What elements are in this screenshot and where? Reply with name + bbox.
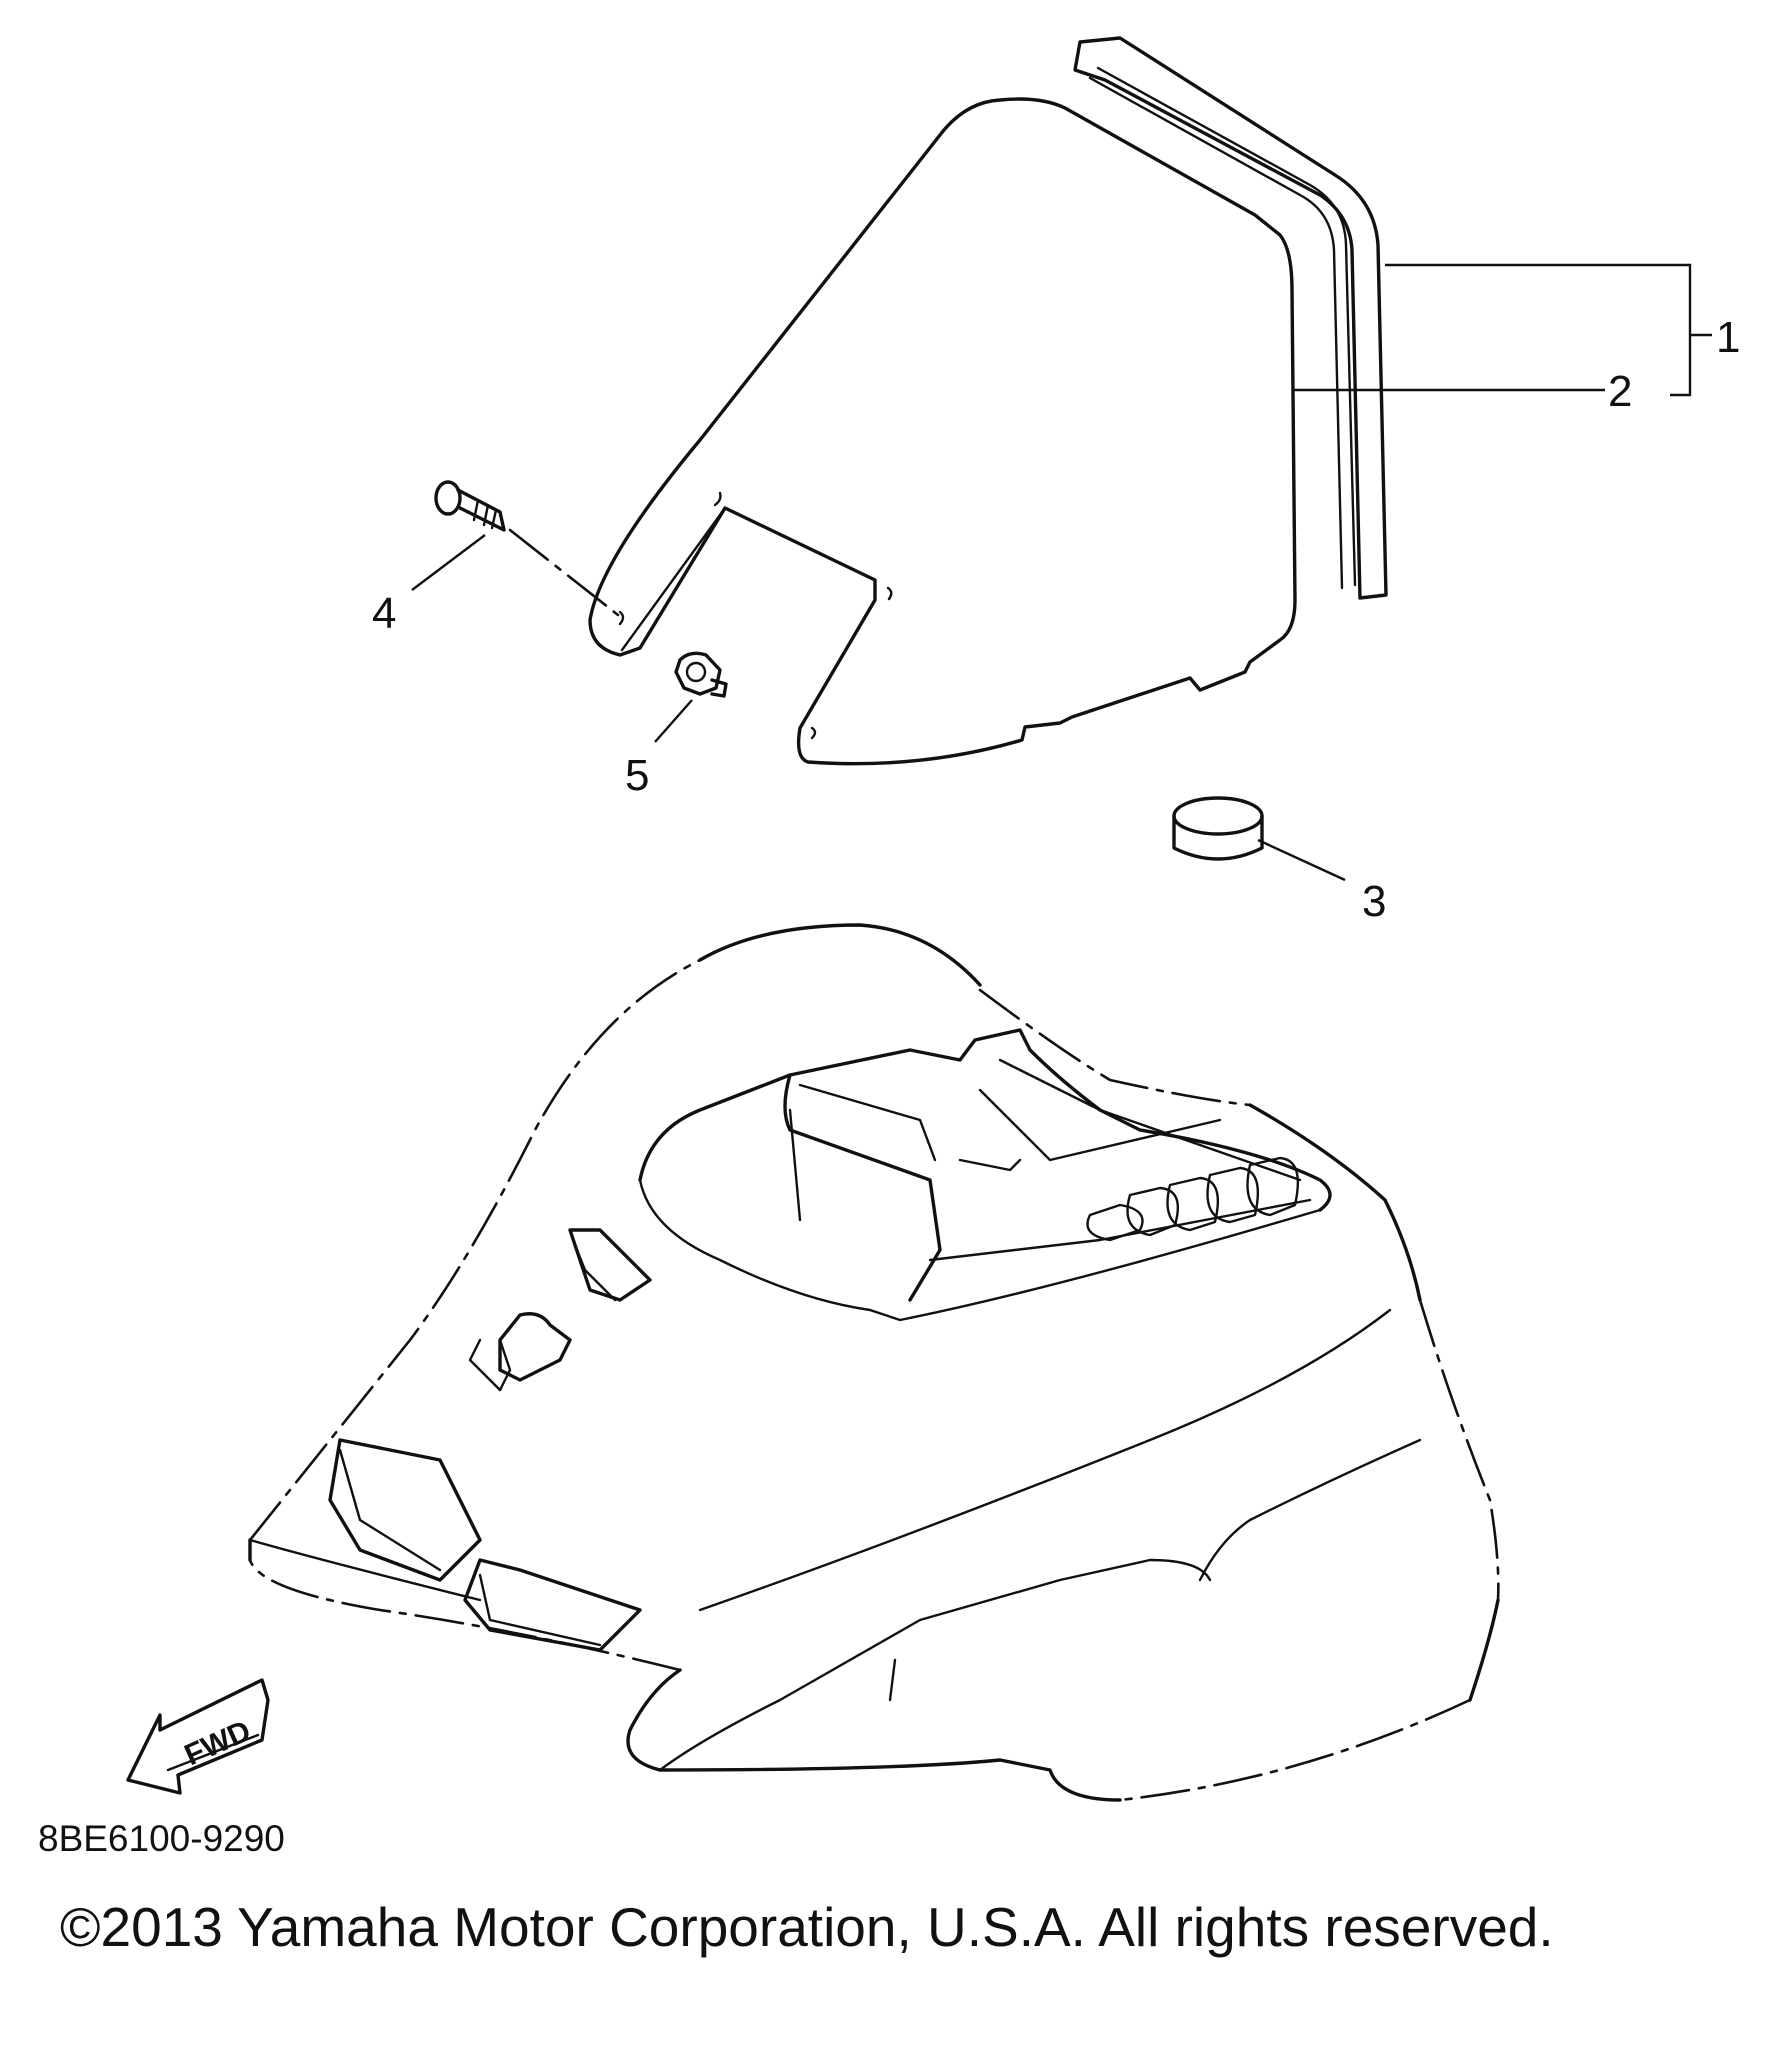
callout-4: 4 [372,589,396,638]
callout-5: 5 [625,751,649,800]
vent-louvres [1086,1156,1300,1242]
windshield-panel-part [588,97,1297,766]
leader-lines [411,263,1712,882]
callout-1: 1 [1716,313,1740,362]
part-code: 8BE6100-9290 [38,1818,285,1859]
fwd-label: FWD [180,1714,256,1772]
engine-cowling [248,923,1500,1802]
forward-arrow-icon: FWD [126,1678,270,1795]
grommet-part [1172,796,1264,861]
callout-3: 3 [1362,877,1386,926]
bolt-part [434,480,620,617]
callout-2: 2 [1608,367,1632,416]
seal-strip-part [1073,36,1388,600]
copyright-notice: ©2013 Yamaha Motor Corporation, U.S.A. A… [60,1896,1554,1958]
nut-part [674,651,728,698]
